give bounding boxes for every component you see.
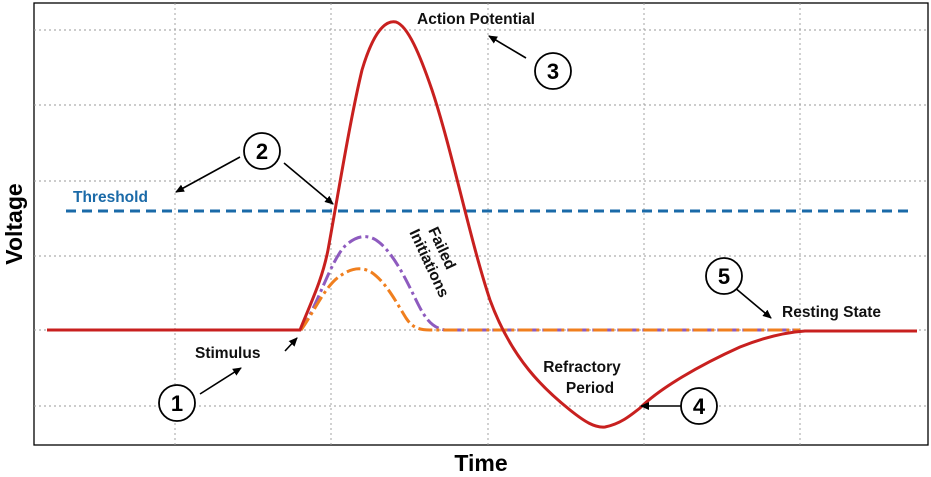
failed-initiation-curve-purple <box>299 235 800 332</box>
threshold-label: Threshold <box>73 189 148 206</box>
marker-3: 3 <box>534 52 572 90</box>
y-axis-label: Voltage <box>1 183 27 264</box>
action-potential-curve <box>47 20 917 429</box>
marker-1: 1 <box>158 384 196 422</box>
x-axis-label: Time <box>454 450 507 476</box>
resting-state-label: Resting State <box>782 304 881 321</box>
refractory-period-line1: Refractory <box>543 359 621 376</box>
marker-5-label: 5 <box>718 264 730 289</box>
failed-initiation-curve-orange <box>299 267 800 332</box>
action-potential-label: Action Potential <box>417 11 535 28</box>
marker-4: 4 <box>680 387 718 425</box>
marker-4-label: 4 <box>693 394 706 419</box>
marker-2-label: 2 <box>256 139 268 164</box>
marker-1-label: 1 <box>171 391 183 416</box>
marker-3-label: 3 <box>547 59 559 84</box>
plot-area <box>33 2 929 446</box>
marker-5: 5 <box>705 257 743 295</box>
refractory-period-line2: Period <box>566 380 614 397</box>
pointer-arrows <box>175 35 772 410</box>
marker-2: 2 <box>243 132 281 170</box>
stimulus-label: Stimulus <box>195 345 260 362</box>
